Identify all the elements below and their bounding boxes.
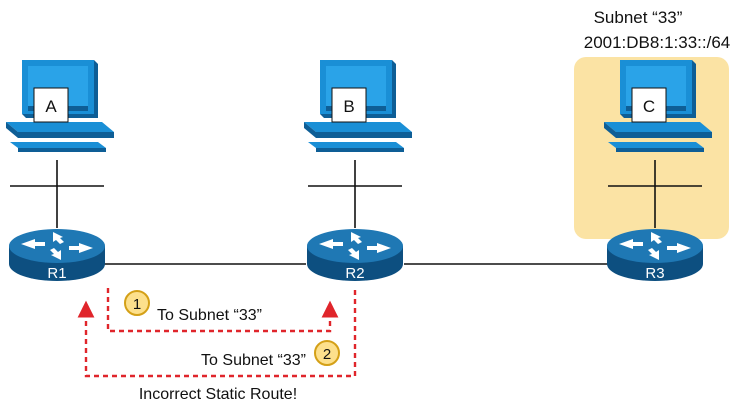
router-r3-label: R3 [645, 265, 664, 282]
step-1-arrow [106, 288, 339, 333]
host-b-label: B [343, 97, 354, 116]
step-2-number: 2 [323, 346, 331, 363]
subnet-title: Subnet “33” [594, 8, 683, 27]
step-1: 1 To Subnet “33” [124, 290, 262, 324]
lan-segment-c [608, 160, 702, 228]
host-a[interactable]: A [6, 60, 114, 152]
step-1-number: 1 [133, 296, 141, 313]
router-r2[interactable]: R2 [307, 229, 403, 282]
caption: Incorrect Static Route! [139, 386, 297, 403]
step-2-badge [314, 340, 340, 366]
router-r1[interactable]: R1 [9, 229, 105, 282]
step-2-text: To Subnet “33” [201, 352, 306, 369]
step-2: To Subnet “33” 2 [201, 340, 340, 369]
host-b[interactable]: B [304, 60, 412, 152]
host-a-label: A [45, 97, 57, 116]
host-c-label: C [643, 97, 655, 116]
subnet-prefix: 2001:DB8:1:33::/64 [584, 33, 731, 52]
step-1-badge [124, 290, 150, 316]
step-1-text: To Subnet “33” [157, 307, 262, 324]
lan-segment-b [308, 160, 402, 228]
step-2-arrow [77, 290, 357, 378]
router-r3[interactable]: R3 [607, 229, 703, 282]
lan-segment-a [10, 160, 104, 228]
router-r2-label: R2 [345, 265, 364, 282]
router-r1-label: R1 [47, 265, 66, 282]
host-c[interactable]: C [604, 60, 712, 152]
